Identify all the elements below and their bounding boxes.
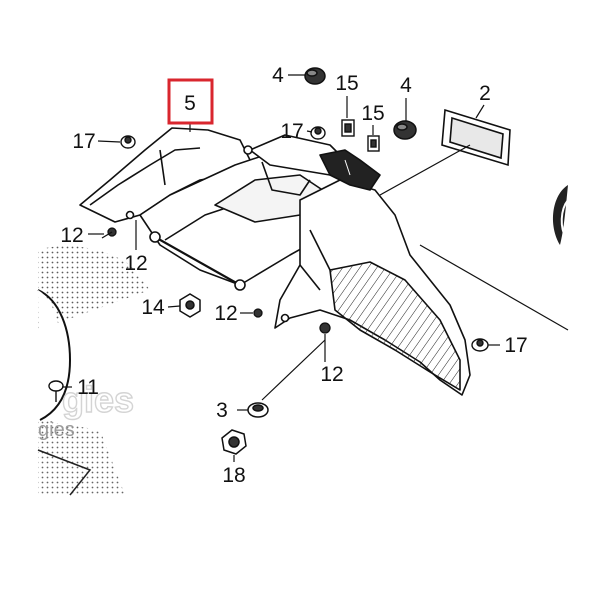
callout-12-mid[interactable]: 12 xyxy=(214,302,237,325)
rear-tire-outline xyxy=(419,185,569,331)
grommet-4-right xyxy=(393,120,417,140)
screw-12-mid xyxy=(253,308,263,318)
watermark-small: gies xyxy=(38,419,75,441)
nut-14 xyxy=(179,293,201,318)
callout-17-left[interactable]: 17 xyxy=(72,130,95,153)
callout-17-top[interactable]: 17 xyxy=(280,120,303,143)
watermark-large: gies xyxy=(62,379,134,420)
clip-15-right xyxy=(367,135,380,152)
callout-4-right[interactable]: 4 xyxy=(400,74,412,97)
callout-12-lower[interactable]: 12 xyxy=(320,363,343,386)
bolt-17-top-mid xyxy=(310,126,326,140)
screw-12-left xyxy=(101,227,117,239)
callout-3[interactable]: 3 xyxy=(216,399,228,422)
collar-3 xyxy=(247,402,269,418)
callout-12-left[interactable]: 12 xyxy=(60,224,83,247)
nut-18 xyxy=(221,429,247,455)
callout-15-right[interactable]: 15 xyxy=(361,102,384,125)
grommet-4-top xyxy=(304,67,326,85)
callout-labels: 5 17 17 17 4 4 15 15 2 12 12 12 12 14 11… xyxy=(60,64,527,487)
callout-5[interactable]: 5 xyxy=(184,92,196,115)
highlight-box-part-5 xyxy=(167,78,214,125)
callout-12-center[interactable]: 12 xyxy=(124,252,147,275)
callout-11[interactable]: 11 xyxy=(77,376,99,399)
callout-15-left[interactable]: 15 xyxy=(335,72,358,95)
leader-lines xyxy=(62,74,500,462)
rear-fender-assembly xyxy=(79,127,471,396)
seat-outline xyxy=(37,245,150,496)
callout-4-top[interactable]: 4 xyxy=(272,64,284,87)
screw-12-lower xyxy=(319,322,331,334)
clip-15-left xyxy=(341,119,355,137)
bolt-17-top-left xyxy=(120,135,136,149)
callout-17-right[interactable]: 17 xyxy=(504,334,527,357)
rear-reflector xyxy=(379,108,511,196)
callout-18[interactable]: 18 xyxy=(222,464,245,487)
callout-14[interactable]: 14 xyxy=(141,296,165,319)
bolt-11 xyxy=(48,380,64,402)
callout-2[interactable]: 2 xyxy=(479,82,491,105)
bolt-17-right xyxy=(471,338,489,352)
